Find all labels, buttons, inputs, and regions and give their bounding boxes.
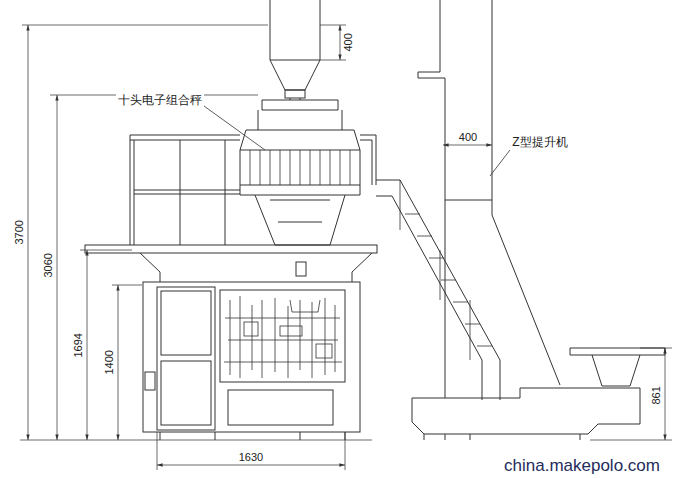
watermark: china.makepolo.com bbox=[502, 456, 662, 476]
dimension-label: 3060 bbox=[42, 251, 55, 279]
dimension-label: 400 bbox=[342, 31, 355, 53]
dimension-label: 1630 bbox=[237, 451, 265, 464]
dimension-label: 3700 bbox=[13, 218, 26, 246]
callout-label: Z型提升机 bbox=[510, 136, 569, 150]
callout-label: 十头电子组合秤 bbox=[116, 94, 204, 108]
dimension-label: 1694 bbox=[72, 331, 85, 359]
dimension-label: 861 bbox=[650, 384, 663, 406]
dimension-label: 1400 bbox=[103, 348, 116, 376]
dimension-label: 400 bbox=[457, 131, 479, 144]
